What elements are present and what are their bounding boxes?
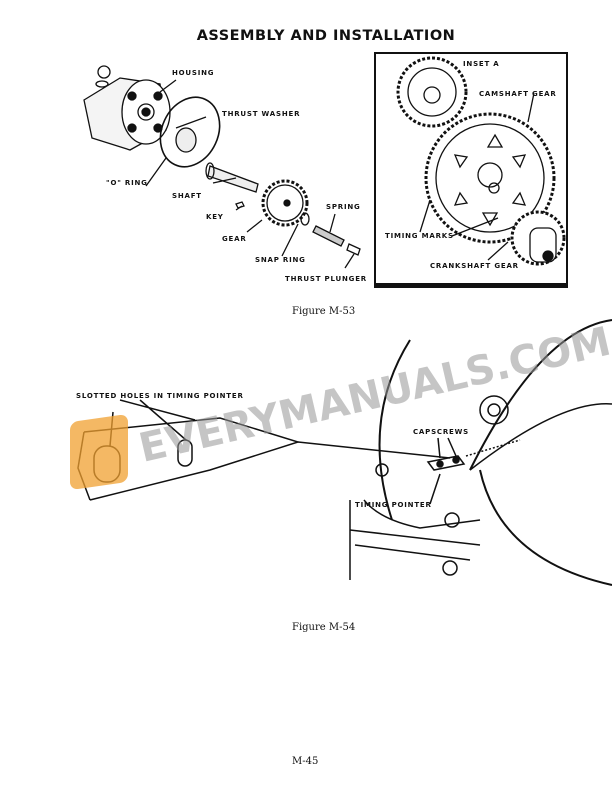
- label-spring: SPRING: [326, 203, 361, 211]
- label-key: KEY: [206, 213, 224, 221]
- label-slotted-holes: SLOTTED HOLES IN TIMING POINTER: [76, 392, 244, 400]
- label-timing-marks: TIMING MARKS: [385, 232, 454, 240]
- label-housing: HOUSING: [172, 69, 215, 77]
- figure-m54-caption: Figure M-54: [292, 622, 356, 633]
- label-o-ring: "O" RING: [106, 179, 148, 187]
- page-number: M-45: [292, 756, 319, 767]
- inset-a-box: [374, 52, 568, 288]
- label-camshaft-gear: CAMSHAFT GEAR: [479, 90, 557, 98]
- label-timing-pointer: TIMING POINTER: [355, 501, 432, 509]
- label-thrust-washer: THRUST WASHER: [222, 110, 301, 118]
- watermark-logo-icon: [70, 413, 128, 491]
- label-gear: GEAR: [222, 235, 247, 243]
- label-capscrews: CAPSCREWS: [413, 428, 469, 436]
- label-shaft: SHAFT: [172, 192, 202, 200]
- label-crankshaft-gear: CRANKSHAFT GEAR: [430, 262, 519, 270]
- figure-m53-caption: Figure M-53: [292, 306, 356, 317]
- label-thrust-plunger: THRUST PLUNGER: [285, 275, 367, 283]
- label-snap-ring: SNAP RING: [255, 256, 306, 264]
- inset-a-title: INSET A: [463, 60, 500, 68]
- page-title: ASSEMBLY AND INSTALLATION: [196, 28, 456, 44]
